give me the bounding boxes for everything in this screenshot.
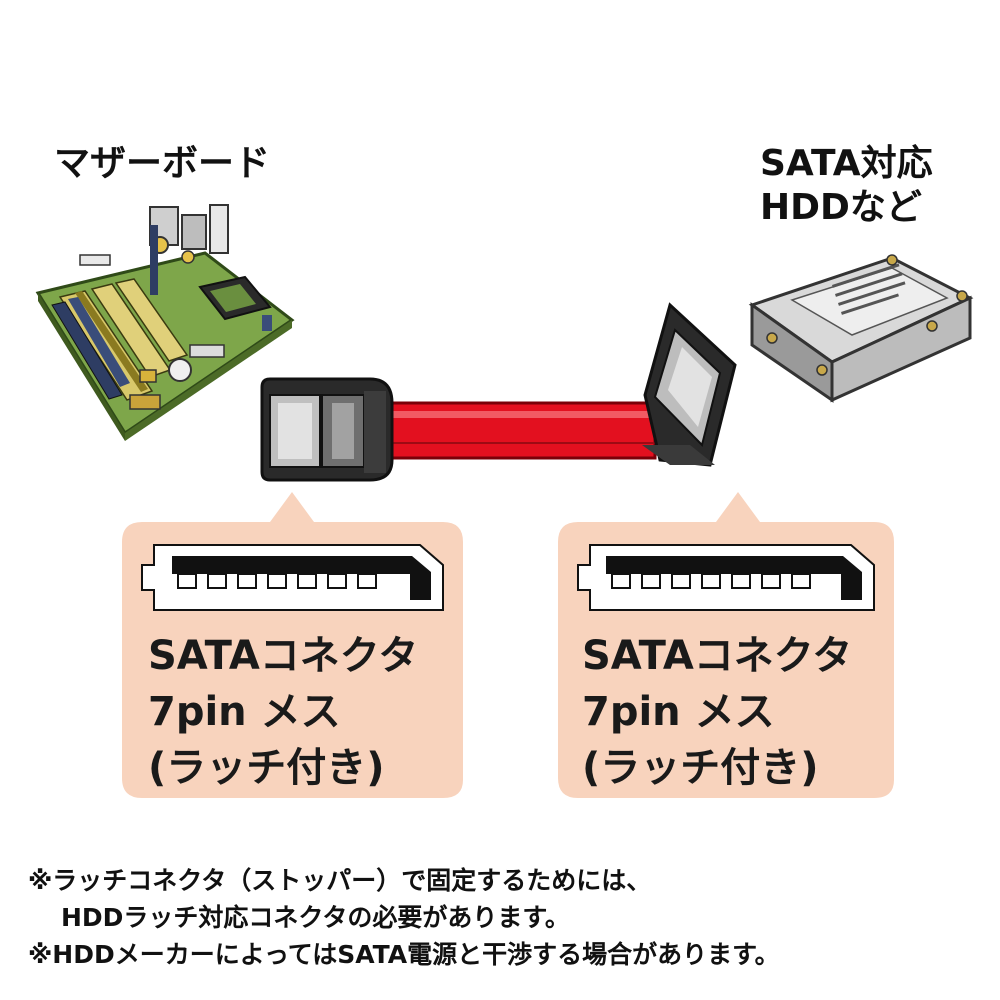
note1-line1: ※ラッチコネクタ（ストッパー）で固定するためには、 bbox=[28, 866, 652, 895]
left-callout bbox=[122, 492, 463, 798]
hdd-label-line2: HDDなど bbox=[760, 187, 922, 228]
left-connector-line3: (ラッチ付き) bbox=[148, 745, 385, 791]
right-connector-description: SATAコネクタ 7pin メス (ラッチ付き) bbox=[582, 628, 852, 796]
sata-cable bbox=[260, 302, 737, 482]
notes: ※ラッチコネクタ（ストッパー）で固定するためには、 HDDラッチ対応コネクタの必… bbox=[28, 862, 780, 973]
left-connector-line2: 7pin メス bbox=[148, 689, 341, 735]
hdd-image bbox=[748, 254, 974, 403]
straight-connector bbox=[260, 377, 394, 482]
hdd-label-line1: SATA対応 bbox=[760, 143, 933, 184]
right-connector-line2: 7pin メス bbox=[582, 689, 775, 735]
right-connector-line1: SATAコネクタ bbox=[582, 633, 853, 679]
hdd-label: SATA対応 HDDなど bbox=[760, 142, 933, 230]
left-connector-description: SATAコネクタ 7pin メス (ラッチ付き) bbox=[148, 628, 418, 796]
right-callout bbox=[558, 492, 894, 798]
motherboard-label: マザーボード bbox=[54, 142, 270, 186]
note2: ※HDDメーカーによってはSATA電源と干渉する場合があります。 bbox=[28, 940, 780, 969]
note1-line2: HDDラッチ対応コネクタの必要があります。 bbox=[61, 903, 570, 932]
motherboard-label-text: マザーボード bbox=[54, 143, 271, 184]
left-connector-line1: SATAコネクタ bbox=[148, 633, 419, 679]
motherboard-image bbox=[35, 204, 295, 441]
angled-connector bbox=[642, 302, 737, 467]
right-connector-line3: (ラッチ付き) bbox=[582, 745, 819, 791]
